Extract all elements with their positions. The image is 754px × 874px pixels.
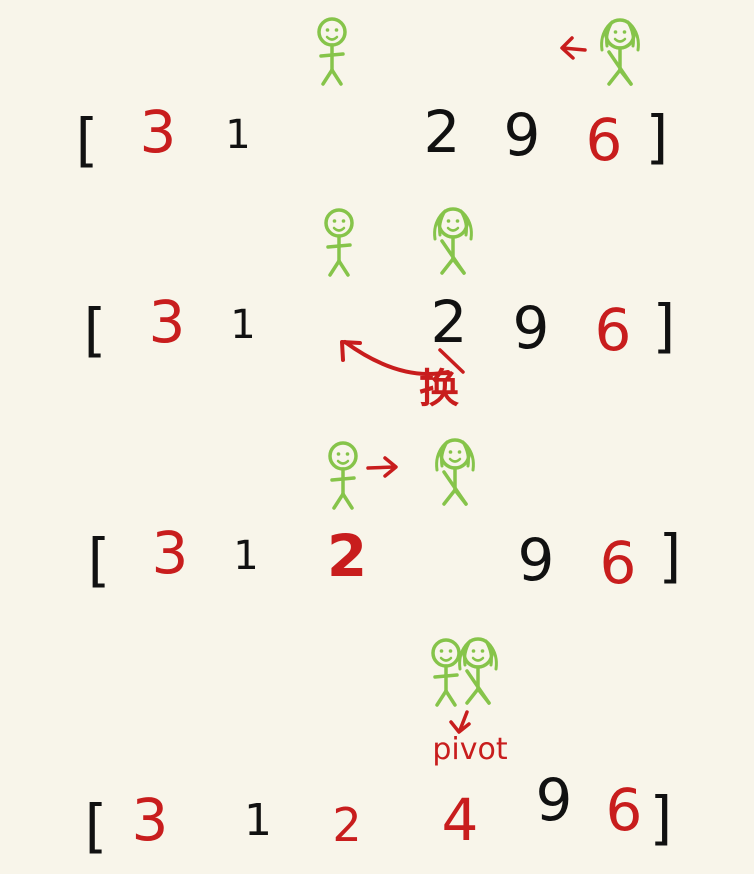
array-value: 9 bbox=[517, 526, 555, 594]
bracket-close: ] bbox=[658, 522, 682, 590]
stick-figure-round-head-icon bbox=[328, 441, 358, 510]
array-value: 3 bbox=[131, 786, 169, 854]
bracket-open: [ bbox=[83, 296, 107, 364]
array-value: 1 bbox=[225, 112, 251, 158]
pivot-value: 4 bbox=[441, 786, 479, 854]
array-value: 6 bbox=[585, 106, 623, 174]
arrow-right-icon bbox=[366, 456, 398, 478]
swap-arrow-icon bbox=[340, 340, 465, 376]
array-value: 1 bbox=[230, 302, 256, 348]
stick-figure-pigtails-icon bbox=[432, 207, 474, 275]
array-value: 6 bbox=[594, 296, 632, 364]
array-value: 9 bbox=[535, 766, 573, 834]
array-value: 1 bbox=[233, 533, 259, 579]
array-value: 3 bbox=[148, 288, 186, 356]
stick-figure-pigtails-icon bbox=[434, 438, 476, 506]
array-value: 3 bbox=[139, 98, 177, 166]
stick-figure-pigtails-icon bbox=[599, 18, 641, 86]
stick-figure-round-head-icon bbox=[431, 638, 461, 707]
array-value: 2 bbox=[332, 798, 362, 852]
array-value: 2 bbox=[423, 98, 461, 166]
stick-figure-round-head-icon bbox=[317, 17, 347, 86]
array-value: 6 bbox=[599, 529, 637, 597]
arrow-down-icon bbox=[449, 710, 471, 734]
array-value: 9 bbox=[503, 101, 541, 169]
swap-label: 换 bbox=[419, 366, 459, 412]
stick-figure-pigtails-icon bbox=[457, 637, 499, 705]
bracket-close: ] bbox=[652, 292, 676, 360]
pivot-label: pivot bbox=[432, 732, 508, 767]
array-value: 9 bbox=[512, 294, 550, 362]
arrow-left-icon bbox=[560, 36, 587, 60]
bracket-close: ] bbox=[649, 784, 673, 852]
bracket-open: [ bbox=[75, 106, 99, 174]
array-value: 1 bbox=[244, 795, 272, 846]
bracket-close: ] bbox=[645, 103, 669, 171]
array-value: 6 bbox=[605, 776, 643, 844]
bracket-open: [ bbox=[84, 792, 108, 860]
array-value: 2 bbox=[430, 288, 468, 356]
bracket-open: [ bbox=[87, 526, 111, 594]
stick-figure-round-head-icon bbox=[324, 208, 354, 277]
array-value: 2 bbox=[326, 522, 368, 590]
array-value: 3 bbox=[151, 519, 189, 587]
